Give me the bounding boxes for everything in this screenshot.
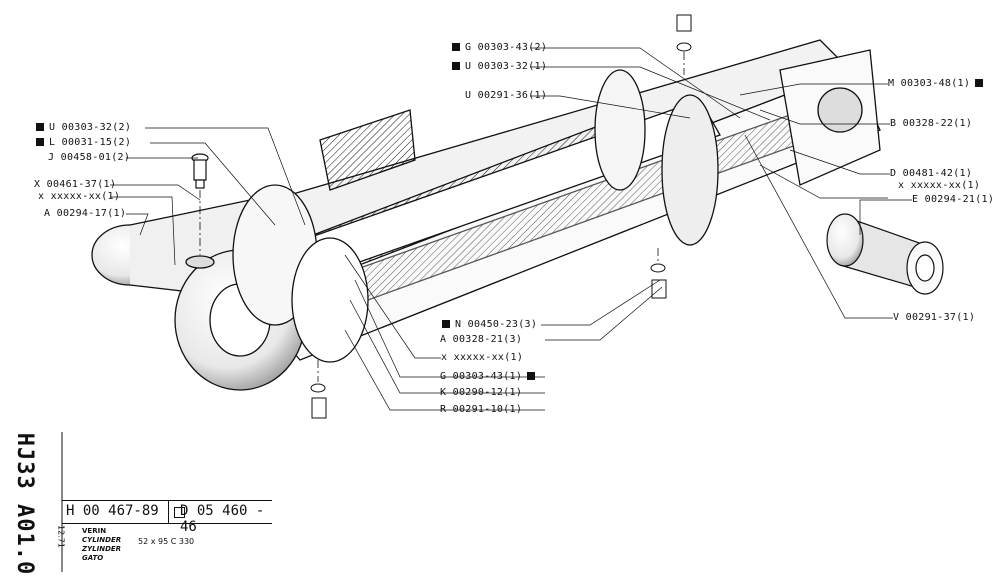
part-code: V 00291-37(1) [893,312,976,323]
part-label: L 00031-15(2) [36,137,131,149]
spare-part-marker [36,123,44,131]
spare-part-marker [527,372,536,380]
document-code: HJ33 A01.0 [12,432,37,576]
part-code: R 00291-10(1) [440,404,523,415]
name-fr: VERIN [82,527,107,535]
part-label: x xxxxx-xx(1) [898,180,980,192]
name-de: ZYLINDER [82,545,122,553]
grease-nipple [191,153,209,189]
part-label: V 00291-37(1) [893,312,975,324]
part-label: U 00303-32(1) [452,61,547,73]
part-code: A 00328-21(3) [440,334,523,345]
part-label: A 00328-21(3) [440,334,522,346]
part-code: M 00303-48(1) [888,78,971,89]
checkbox-square [174,507,185,518]
part-code: X 00461-37(1) [34,179,117,190]
dimensions: 52 x 95 C 330 [138,537,195,546]
part-code: B 00328-22(1) [890,118,973,129]
part-label: N 00450-23(3) [442,319,537,331]
bushing [826,213,944,295]
part-label: U 00303-32(2) [36,122,131,134]
part-label: U 00291-36(1) [465,90,547,102]
part-label: A 00294-17(1) [44,208,126,220]
h-reference: H 00 467-89 [66,503,159,519]
cylinder-body [91,39,881,391]
spare-part-marker [442,320,450,328]
part-code: E 00294-21(1) [912,194,995,205]
spare-part-marker [452,43,460,51]
part-label: J 00458-01(2) [48,152,130,164]
part-code: x xxxxx-xx(1) [441,352,524,363]
part-code: A 00294-17(1) [44,208,127,219]
part-code: G 00303-43(2) [465,42,548,53]
part-label: R 00291-10(1) [440,404,522,416]
revision-date: 12.71 [56,525,66,548]
name-es: GATO [82,554,104,562]
part-code: U 00303-32(2) [49,122,132,133]
spare-part-marker [36,138,44,146]
part-label: B 00328-22(1) [890,118,972,130]
part-label: G 00303-43(2) [452,42,547,54]
name-en: CYLINDER [82,536,122,544]
part-code: J 00458-01(2) [48,152,131,163]
part-code: G 00303-43(1) [440,371,523,382]
axis-lines [199,52,685,382]
part-code: D 00481-42(1) [890,168,973,179]
part-code: U 00291-36(1) [465,90,548,101]
d-reference: D 05 460 - 46 [180,503,265,535]
part-code: N 00450-23(3) [455,319,538,330]
part-label: G 00303-43(1) [440,371,536,383]
leader-lines [110,47,912,411]
part-label: D 00481-42(1) [890,168,972,180]
reference-bar: H 00 467-89 D 05 460 - 46 [62,500,272,535]
part-code: x xxxxx-xx(1) [898,180,981,191]
part-label: E 00294-21(1) [912,194,994,206]
part-code: K 00290-12(1) [440,387,523,398]
part-label: K 00290-12(1) [440,387,522,399]
part-code: x xxxxx-xx(1) [38,191,121,202]
part-label: x xxxxx-xx(1) [441,352,523,364]
part-label: M 00303-48(1) [888,78,984,90]
spare-part-marker [452,62,460,70]
part-label: X 00461-37(1) [34,179,116,191]
divider [168,501,169,523]
setscrew [310,14,692,419]
part-code: L 00031-15(2) [49,137,132,148]
part-label: x xxxxx-xx(1) [38,191,120,203]
spare-part-marker [975,79,984,87]
part-code: U 00303-32(1) [465,61,548,72]
